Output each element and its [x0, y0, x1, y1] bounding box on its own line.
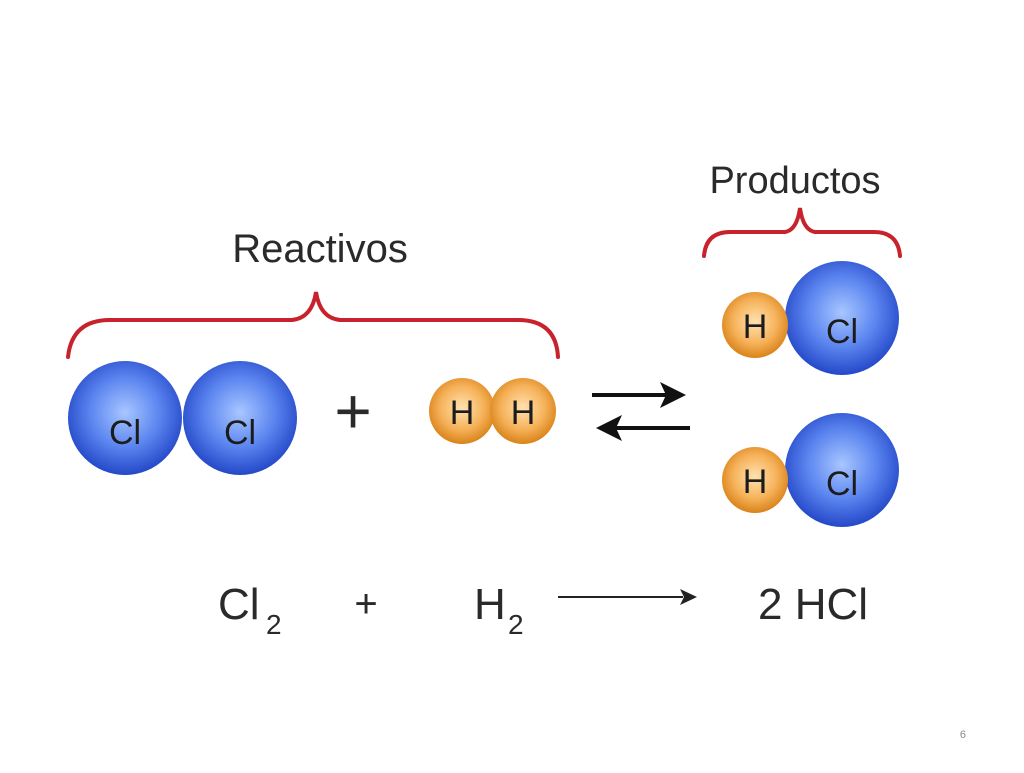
- hcl-molecule: H Cl: [722, 261, 899, 375]
- chlorine-atom: [785, 413, 899, 527]
- cl2-molecule: Cl Cl: [68, 361, 297, 475]
- equation-subscript: 2: [266, 609, 282, 640]
- equation-subscript: 2: [508, 609, 524, 640]
- equation-plus: +: [354, 582, 377, 626]
- hydrogen-atom-label: H: [450, 394, 475, 432]
- hydrogen-atom: [429, 378, 495, 444]
- equilibrium-arrows-icon: [592, 382, 690, 441]
- chemical-equation: Cl 2 + H 2 2 HCl: [218, 580, 868, 640]
- equation-arrow-icon: [558, 589, 697, 605]
- hydrogen-atom-label: H: [743, 463, 768, 501]
- chlorine-atom: [183, 361, 297, 475]
- equation-reactant-h: H: [474, 580, 506, 629]
- chlorine-atom: [68, 361, 182, 475]
- equation-product: 2 HCl: [758, 580, 868, 629]
- chlorine-atom-label: Cl: [826, 465, 858, 503]
- plus-sign: +: [334, 375, 371, 447]
- reactants-brace: [66, 291, 560, 359]
- chlorine-atom-label: Cl: [109, 414, 141, 452]
- hydrogen-atom-label: H: [743, 308, 768, 346]
- reactants-label: Reactivos: [232, 227, 408, 271]
- h2-molecule: H H: [429, 378, 556, 444]
- hydrogen-atom-label: H: [511, 394, 536, 432]
- chlorine-atom-label: Cl: [826, 313, 858, 351]
- page-number: 6: [959, 729, 966, 741]
- chlorine-atom-label: Cl: [224, 414, 256, 452]
- hydrogen-atom: [722, 447, 788, 513]
- hydrogen-atom: [722, 292, 788, 358]
- hydrogen-atom: [490, 378, 556, 444]
- chlorine-atom: [785, 261, 899, 375]
- products-brace: [702, 207, 902, 258]
- equation-reactant-cl: Cl: [218, 580, 260, 629]
- products-label: Productos: [709, 160, 880, 202]
- hcl-molecule: H Cl: [722, 413, 899, 527]
